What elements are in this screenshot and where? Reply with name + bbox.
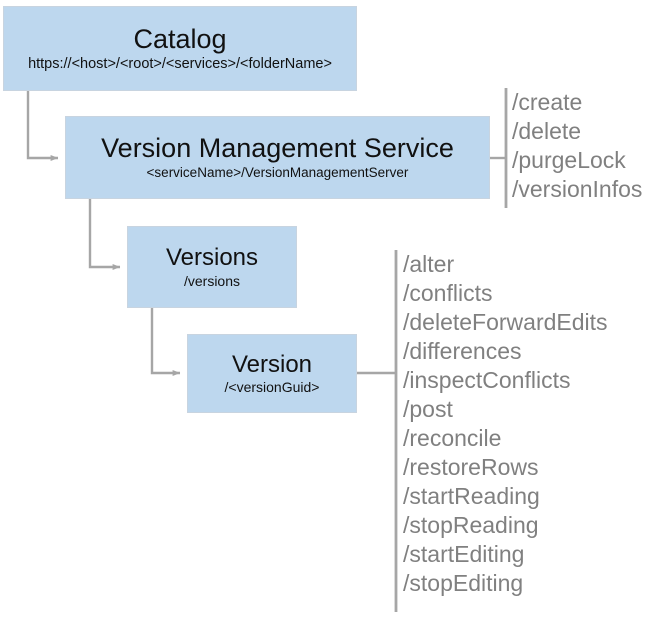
service-operation-item[interactable]: /versionInfos: [512, 176, 643, 202]
version-operation-item[interactable]: /differences: [403, 338, 522, 364]
version-operation-item[interactable]: /stopReading: [403, 512, 539, 538]
version-operation-item[interactable]: /restoreRows: [403, 454, 539, 480]
version-operation-item[interactable]: /deleteForwardEdits: [403, 309, 608, 335]
version-operation-item[interactable]: /startReading: [403, 483, 540, 509]
node-version-management-service[interactable]: Version Management Service <serviceName>…: [65, 116, 490, 199]
node-version-title: Version: [231, 350, 313, 378]
service-operation-item[interactable]: /create: [512, 89, 583, 115]
version-operation-item[interactable]: /inspectConflicts: [403, 367, 571, 393]
version-operation-item[interactable]: /conflicts: [403, 280, 493, 306]
node-version-subtitle: /<versionGuid>: [224, 379, 320, 396]
version-operations-list: /alter/conflicts/deleteForwardEdits/diff…: [403, 250, 608, 598]
version-operation-item[interactable]: /reconcile: [403, 425, 502, 451]
node-catalog[interactable]: Catalog https://<host>/<root>/<services>…: [3, 6, 357, 91]
node-catalog-subtitle: https://<host>/<root>/<services>/<folder…: [28, 55, 332, 72]
connector-catalog-to-service: [26, 91, 59, 161]
connector-versions-to-version: [150, 308, 181, 376]
service-operation-item[interactable]: /purgeLock: [512, 147, 626, 173]
node-version-management-service-title: Version Management Service: [101, 133, 454, 164]
connector-service-to-operations: [490, 88, 508, 208]
node-version-management-service-subtitle: <serviceName>/VersionManagementServer: [146, 165, 409, 181]
connector-version-to-operations: [357, 250, 398, 612]
node-versions[interactable]: Versions /versions: [127, 226, 297, 308]
node-version[interactable]: Version /<versionGuid>: [187, 334, 357, 413]
service-operations-list: /create/delete/purgeLock/versionInfos: [512, 88, 642, 204]
node-versions-title: Versions: [165, 244, 259, 271]
service-operation-item[interactable]: /delete: [512, 118, 582, 144]
version-operation-item[interactable]: /startEditing: [403, 541, 525, 567]
version-operation-item[interactable]: /stopEditing: [403, 570, 524, 596]
node-versions-subtitle: /versions: [183, 272, 241, 289]
version-operation-item[interactable]: /alter: [403, 251, 455, 277]
node-catalog-title: Catalog: [133, 23, 227, 54]
version-operation-item[interactable]: /post: [403, 396, 453, 422]
connector-service-to-versions: [88, 199, 121, 270]
